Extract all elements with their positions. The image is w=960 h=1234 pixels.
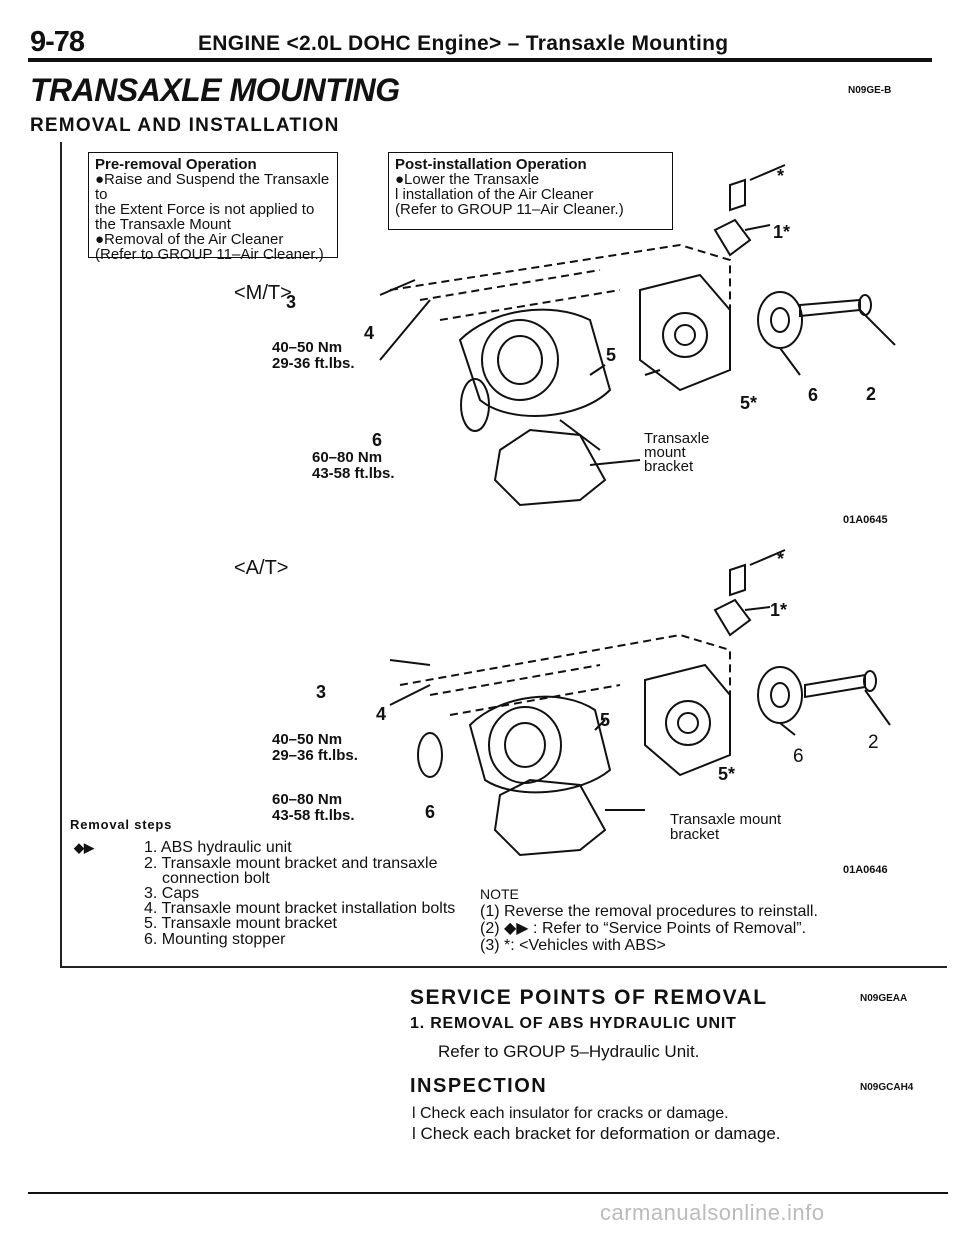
note-heading: NOTE (480, 886, 519, 902)
at-bracket-label: Transaxle mount bracket (670, 811, 782, 843)
mt-fig-code: 01A0645 (843, 514, 888, 526)
pre-removal-line: ●Removal of the Air Cleaner (95, 231, 284, 248)
post-installation-line: ●Lower the Transaxle (395, 171, 540, 188)
note-line: (3) *: <Vehicles with ABS> (480, 937, 666, 954)
inspection-bullet-2: l Check each bracket for deformation or … (412, 1124, 781, 1143)
callout-5-star: 5* (740, 393, 758, 413)
callout-1: 1* (770, 600, 788, 620)
note-line: (2) ◆▶ : Refer to “Service Points of Rem… (480, 920, 807, 937)
torque-nm: 60–80 Nm (312, 449, 383, 466)
service-points-code: N09GEAA (860, 993, 908, 1004)
callout-asterisk: * (777, 549, 785, 569)
frame-bottom-rule (60, 966, 947, 968)
mt-torque-1: 40–50 Nm 29-36 ft.lbs. (272, 340, 355, 372)
mt-mount-diagram (379, 164, 896, 507)
note-line: (1) Reverse the removal procedures to re… (480, 903, 818, 920)
callout-5-star: 5* (718, 764, 736, 784)
callout-6b: 6 (425, 802, 436, 822)
post-installation-heading: Post-installation Operation (395, 156, 587, 173)
header-rule (28, 58, 932, 62)
callout-2: 2 (866, 384, 877, 404)
page-header-title: ENGINE <2.0L DOHC Engine> – Transaxle Mo… (198, 32, 729, 55)
at-torque-1: 40–50 Nm 29–36 ft.lbs. (272, 732, 358, 764)
callout-asterisk: * (777, 166, 785, 186)
callout-5: 5 (600, 710, 611, 730)
removal-step-6: 6. Mounting stopper (144, 931, 286, 948)
mt-bracket-label: Transaxle mount bracket (644, 430, 710, 475)
pre-removal-line: ●Raise and Suspend the Transaxle to (95, 171, 330, 203)
pre-removal-line: the Transaxle Mount (95, 216, 231, 233)
at-torque-2: 60–80 Nm 43-58 ft.lbs. (272, 792, 355, 824)
inspection-title: INSPECTION (410, 1075, 548, 1097)
removal-step-3: 3. Caps (144, 885, 200, 902)
callout-3: 3 (286, 292, 297, 312)
callout-4: 4 (364, 323, 375, 343)
service-point-marker: ◆▶ (74, 840, 94, 855)
mt-label: <M/T> (234, 282, 292, 304)
service-points-subtitle: 1. REMOVAL OF ABS HYDRAULIC UNIT (410, 1015, 737, 1032)
page-number: 9-78 (30, 26, 85, 58)
removal-step-2-cont: connection bolt (162, 870, 270, 887)
torque-ftlbs: 29–36 ft.lbs. (272, 747, 358, 764)
pre-removal-line: the Extent Force is not applied to (95, 201, 315, 218)
pre-removal-heading: Pre-removal Operation (95, 156, 257, 173)
callout-1: 1* (773, 222, 791, 242)
torque-ftlbs: 43-58 ft.lbs. (272, 807, 355, 824)
torque-ftlbs: 43-58 ft.lbs. (312, 465, 395, 482)
torque-nm: 40–50 Nm (272, 339, 343, 356)
note-block: NOTE (1) Reverse the removal procedures … (480, 886, 818, 954)
removal-step-4: 4. Transaxle mount bracket installation … (144, 900, 456, 917)
torque-nm: 60–80 Nm (272, 791, 343, 808)
inspection-bullet-1: l Check each insulator for cracks or dam… (412, 1105, 729, 1122)
callout-4: 4 (376, 704, 387, 724)
service-points-text: Refer to GROUP 5–Hydraulic Unit. (438, 1042, 700, 1061)
removal-step-1: 1. ABS hydraulic unit (144, 839, 292, 856)
callout-6: 6 (808, 385, 819, 405)
callout-5: 5 (606, 345, 617, 365)
callout-2: 2 (868, 732, 879, 753)
post-installation-line: l installation of the Air Cleaner (395, 186, 594, 203)
removal-step-5: 5. Transaxle mount bracket (144, 915, 337, 932)
section-code: N09GE-B (848, 85, 892, 96)
torque-ftlbs: 29-36 ft.lbs. (272, 355, 355, 372)
at-mount-diagram (389, 549, 891, 857)
removal-steps-heading: Removal steps (70, 817, 173, 832)
callout-3: 3 (316, 682, 327, 702)
service-points-title: SERVICE POINTS OF REMOVAL (410, 986, 768, 1009)
pre-removal-box: Pre-removal Operation ●Raise and Suspend… (88, 152, 338, 262)
sub-title: REMOVAL AND INSTALLATION (30, 115, 340, 136)
callout-6: 6 (793, 746, 804, 767)
at-label: <A/T> (234, 557, 289, 579)
frame-left-rule (60, 142, 62, 968)
torque-nm: 40–50 Nm (272, 731, 343, 748)
mt-torque-2: 60–80 Nm 43-58 ft.lbs. (312, 450, 395, 482)
main-title: TRANSAXLE MOUNTING (30, 72, 400, 108)
post-installation-line: (Refer to GROUP 11–Air Cleaner.) (395, 201, 624, 218)
post-installation-box: Post-installation Operation ●Lower the T… (388, 152, 673, 230)
pre-removal-line: (Refer to GROUP 11–Air Cleaner.) (95, 246, 324, 263)
at-fig-code: 01A0646 (843, 864, 888, 876)
watermark: carmanualsonline.info (600, 1200, 825, 1225)
inspection-code: N09GCAH4 (860, 1082, 914, 1093)
footer-rule (28, 1192, 948, 1194)
callout-6b: 6 (372, 430, 383, 450)
removal-step-2: 2. Transaxle mount bracket and transaxle (144, 855, 438, 872)
